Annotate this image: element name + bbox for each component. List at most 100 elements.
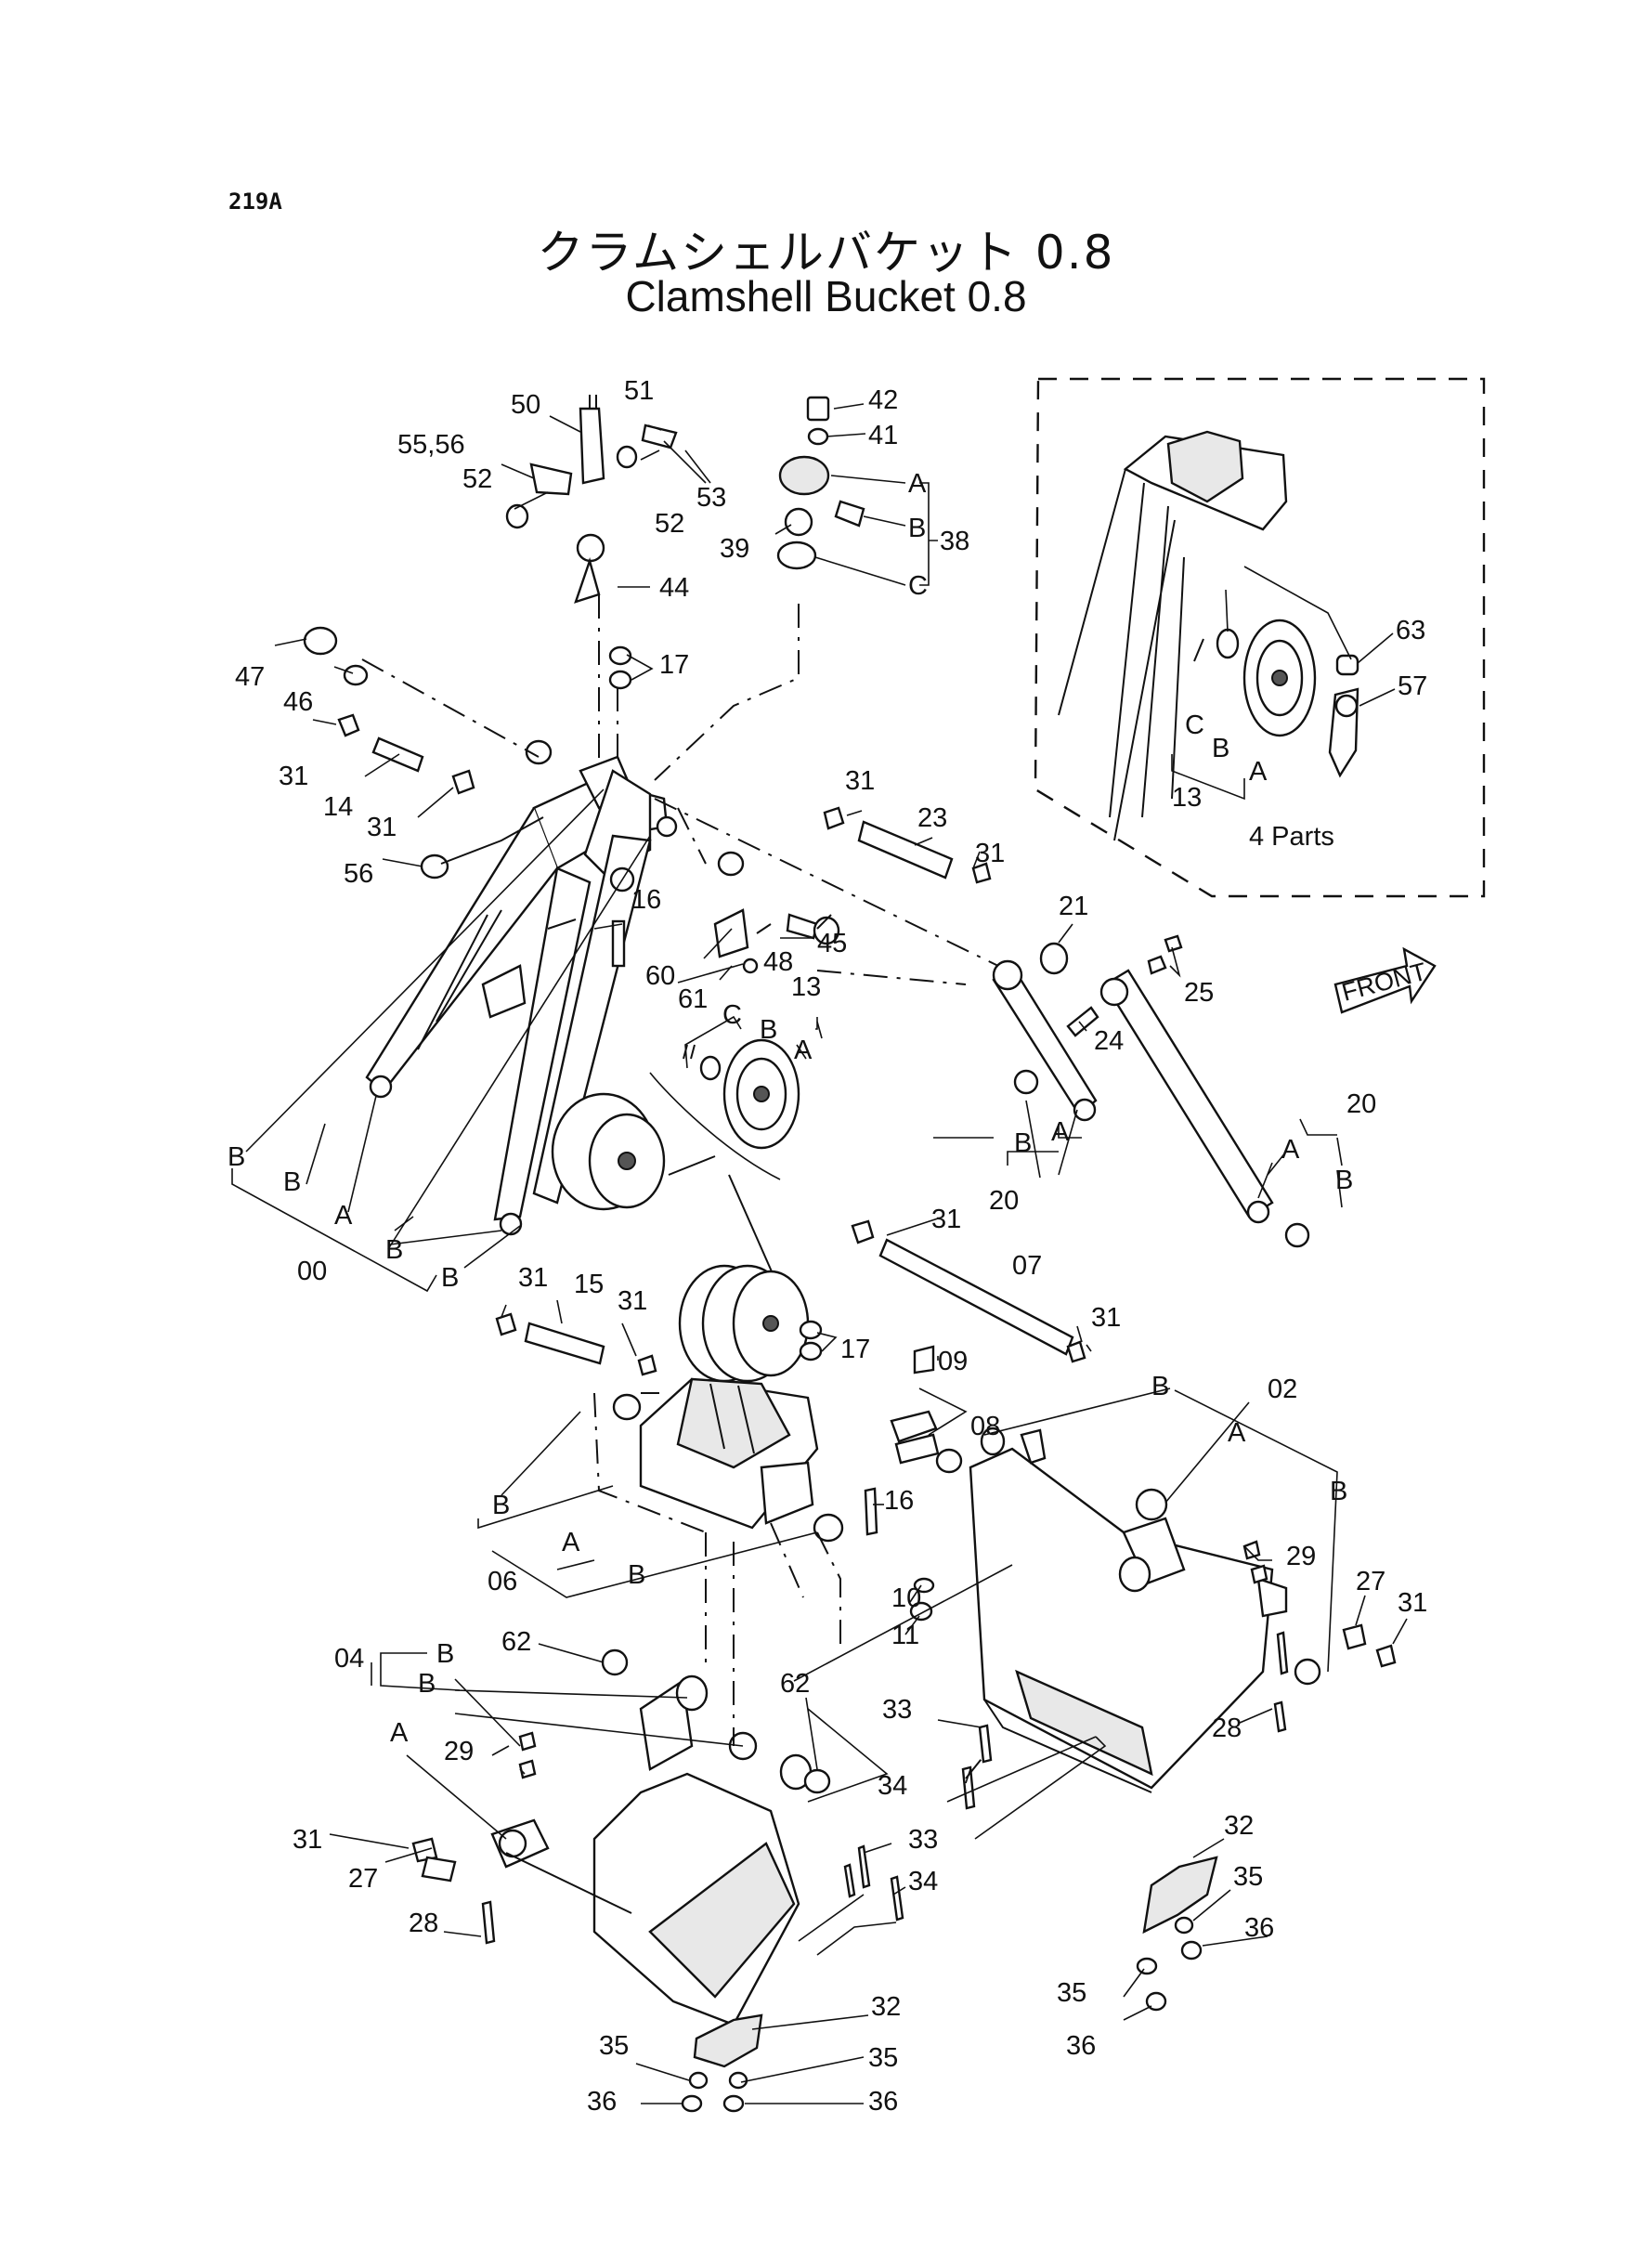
label-29-right: 29 [1286,1542,1316,1571]
label-02: 02 [1268,1375,1297,1404]
label-B-06-top: B [492,1491,510,1520]
label-09: 09 [938,1347,968,1376]
label-48: 48 [763,947,793,977]
label-33-right: 33 [882,1695,912,1725]
label-07: 07 [1012,1251,1042,1281]
label-08: 08 [970,1412,1000,1441]
label-B-13: B [760,1015,777,1045]
label-13-mid: 13 [791,972,821,1002]
label-00: 00 [297,1257,327,1286]
label-31-left-bottom: 31 [293,1825,322,1855]
label-35-right-bottom: 35 [1057,1978,1086,2008]
label-60: 60 [645,961,675,991]
label-A-04: A [390,1718,409,1748]
label-27-left: 27 [348,1864,378,1894]
label-51: 51 [624,376,654,406]
label-31-right: 31 [1398,1588,1427,1618]
title-english: Clamshell Bucket 0.8 [625,272,1027,320]
label-32-left: 32 [871,1992,901,2022]
front-arrow: FRONT [1333,946,1437,1014]
label-53: 53 [696,483,726,513]
label-A-20-left: A [1051,1117,1070,1147]
label-33-mid: 33 [908,1825,938,1855]
title-japanese: クラムシェルバケット 0.8 [537,226,1115,280]
label-06: 06 [488,1567,517,1596]
bucket-half-right [857,1427,1397,2012]
label-31-left-mid: 31 [367,813,397,842]
label-17-top: 17 [659,650,689,680]
label-23: 23 [917,803,947,833]
label-B-00-b: B [283,1167,301,1197]
label-B-20-left: B [1014,1128,1032,1158]
label-B-04-a: B [436,1639,454,1669]
front-tag: FRONT [1339,958,1430,1007]
label-B-04-b: B [418,1669,436,1699]
label-B-00-d: B [441,1263,459,1293]
label-52-left: 52 [462,464,492,494]
pins [495,1219,1086,1465]
label-35-right-top: 35 [1233,1862,1263,1892]
label-45: 45 [817,929,847,958]
label-B-00-a: B [228,1142,245,1172]
label-35-left-b: 35 [868,2043,898,2073]
label-31-15-left: 31 [518,1263,548,1293]
label-57: 57 [1398,671,1427,701]
label-29-left: 29 [444,1737,474,1766]
label-A-38: A [908,469,927,499]
label-20-right: 20 [1346,1089,1376,1119]
label-36-right-bottom: 36 [1066,2031,1096,2061]
label-04: 04 [334,1644,364,1674]
label-24: 24 [1094,1026,1124,1056]
label-31-left-top: 31 [279,762,308,791]
label-A-06: A [562,1528,580,1557]
top-parts [303,395,865,795]
label-36-left-b: 36 [868,2087,898,2117]
label-34-mid: 34 [908,1867,938,1896]
label-B-38: B [908,514,926,543]
label-A-13: A [794,1036,813,1065]
label-A-00: A [334,1201,353,1231]
label-31-mid-right: 31 [975,839,1005,868]
label-25: 25 [1184,978,1214,1008]
label-44: 44 [659,573,689,603]
inset-detail: 63 57 C B A 13 4 Parts [1034,377,1486,898]
label-31-mid-top: 31 [845,766,875,796]
label-C-inset: C [1185,710,1204,740]
label-13-inset: 13 [1172,783,1202,813]
label-47: 47 [235,662,265,692]
label-27-right: 27 [1356,1567,1385,1596]
label-39: 39 [720,534,749,564]
label-B-02-top: B [1151,1372,1169,1401]
label-56: 56 [344,859,373,889]
label-31-15-right: 31 [618,1286,647,1316]
label-16-mid: 16 [884,1486,914,1516]
label-20-left: 20 [989,1186,1019,1216]
label-A-02: A [1228,1418,1246,1448]
link-arms [823,806,1310,1248]
label-32-right: 32 [1224,1811,1254,1841]
label-15: 15 [574,1270,604,1299]
label-52-right: 52 [655,509,684,539]
callout-labels: 50 51 55,56 52 52 53 44 42 41 A B 38 C 3… [228,376,1427,2117]
label-11: 11 [891,1621,919,1650]
label-B-02-right: B [1330,1477,1347,1506]
label-17-mid: 17 [840,1335,870,1364]
sheaves [551,1038,810,1383]
label-63: 63 [1396,616,1425,645]
label-28-right: 28 [1212,1713,1242,1743]
label-50: 50 [511,390,540,420]
bucket-half-left [411,1648,856,2113]
label-31-07-right: 31 [1091,1303,1121,1333]
label-10: 10 [891,1583,921,1613]
label-42: 42 [868,385,898,415]
central-block [612,1377,963,1622]
inset-caption: 4 Parts [1249,822,1334,852]
label-36-right-top: 36 [1244,1913,1274,1943]
label-B-inset: B [1212,734,1229,763]
label-61: 61 [678,984,708,1014]
label-B-20-right: B [1335,1166,1353,1195]
label-55-56: 55,56 [397,430,465,460]
label-38: 38 [940,527,969,556]
